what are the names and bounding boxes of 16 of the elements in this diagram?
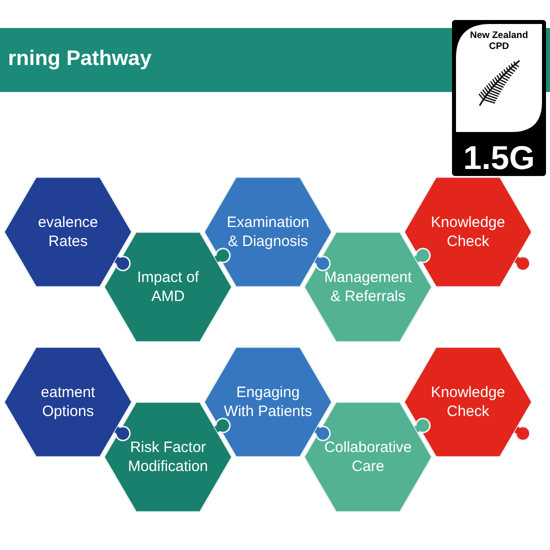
step-label: Collaborative Care (323, 438, 413, 476)
step-label: eatment Options (40, 383, 96, 421)
step-label: Management & Referrals (323, 268, 413, 306)
step-label: Knowledge Check (430, 213, 506, 251)
badge-heading: New Zealand CPD (468, 30, 530, 52)
credit-value: 1.5G (462, 140, 536, 176)
step-label: evalence Rates (36, 213, 100, 251)
puzzle-piece (4, 177, 132, 287)
title: rning Pathway (8, 47, 152, 71)
step-label: Impact of AMD (136, 268, 200, 306)
puzzle-piece (4, 347, 132, 457)
step-label: Engaging With Patients (222, 383, 314, 421)
step-label: Knowledge Check (430, 383, 506, 421)
step-label: Risk Factor Modification (126, 438, 210, 476)
step-label: Examination & Diagnosis (226, 213, 310, 251)
cpd-badge (452, 20, 546, 176)
